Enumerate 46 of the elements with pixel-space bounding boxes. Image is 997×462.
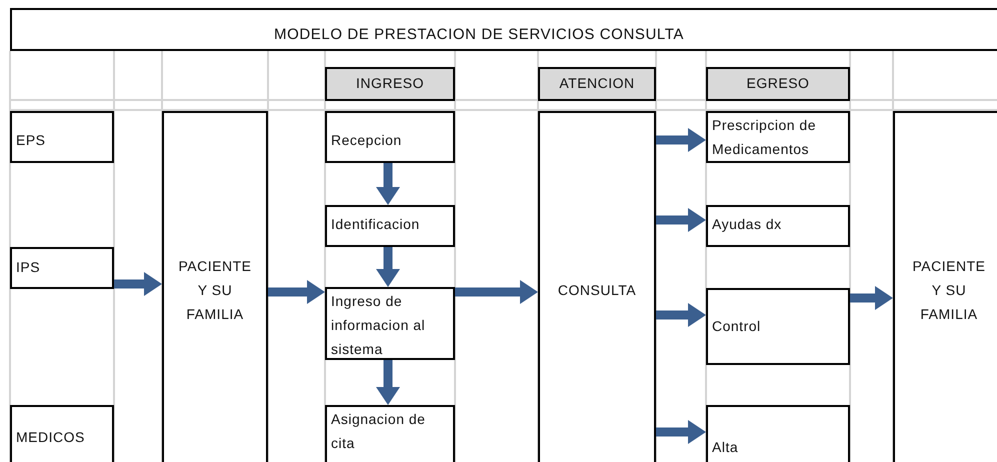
box-label: Asignacion de cita bbox=[331, 410, 426, 453]
box-label: Control bbox=[712, 316, 761, 336]
arrow bbox=[268, 280, 325, 304]
box-label: Ingreso de informacion al sistema bbox=[331, 292, 426, 359]
box-label: EGRESO bbox=[746, 74, 810, 94]
process-box bbox=[10, 405, 114, 462]
box-label: PACIENTE Y SU FAMILIA bbox=[178, 257, 252, 324]
process-box bbox=[706, 288, 850, 365]
box-label: PACIENTE Y SU FAMILIA bbox=[912, 257, 986, 324]
process-box bbox=[325, 287, 455, 360]
box-label: IPS bbox=[16, 258, 40, 278]
box-label: INGRESO bbox=[356, 74, 424, 94]
box-label: Alta bbox=[712, 438, 738, 458]
box-label: EPS bbox=[16, 131, 46, 150]
arrow bbox=[376, 360, 400, 405]
arrow bbox=[656, 128, 706, 152]
arrow bbox=[850, 286, 893, 310]
process-box bbox=[325, 111, 455, 163]
column-header bbox=[325, 67, 455, 101]
box-label: MEDICOS bbox=[16, 428, 85, 447]
box-label: Prescripcion de Medicamentos bbox=[712, 116, 817, 159]
column-header bbox=[538, 67, 656, 101]
arrow bbox=[455, 280, 538, 304]
box-label: ATENCION bbox=[559, 74, 635, 94]
box-label: Ayudas dx bbox=[712, 215, 782, 234]
arrow bbox=[376, 247, 400, 287]
arrow bbox=[656, 303, 706, 327]
process-box bbox=[706, 405, 850, 462]
process-box bbox=[162, 111, 268, 462]
process-box bbox=[325, 405, 455, 462]
process-box bbox=[538, 111, 656, 462]
process-box bbox=[706, 205, 850, 247]
box-label: Identificacion bbox=[331, 215, 420, 234]
arrow bbox=[656, 420, 706, 444]
box-label: CONSULTA bbox=[558, 281, 636, 300]
process-box bbox=[10, 111, 114, 163]
process-box bbox=[10, 247, 114, 289]
process-box bbox=[325, 205, 455, 247]
arrow bbox=[376, 163, 400, 205]
diagram-title: MODELO DE PRESTACION DE SERVICIOS CONSULTA bbox=[10, 8, 997, 51]
column-header bbox=[706, 67, 850, 101]
box-label: Recepcion bbox=[331, 131, 402, 150]
process-box bbox=[893, 111, 997, 462]
process-box bbox=[706, 111, 850, 163]
arrow bbox=[114, 272, 162, 296]
arrow bbox=[656, 208, 706, 232]
